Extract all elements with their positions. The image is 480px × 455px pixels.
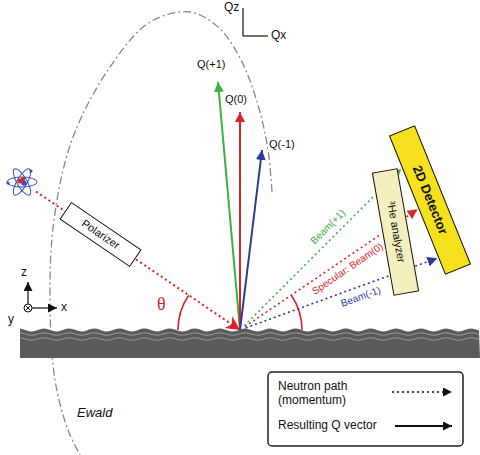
angle-arc [291,295,302,330]
node-label: ³He analyzer [383,200,407,264]
sphere-label: Ewald [76,405,113,421]
ewald-sphere [50,12,272,455]
axis-label: Qz [224,0,239,14]
vector-label: Q(-1) [268,138,296,151]
vector-label: Q(0) [225,93,247,106]
node-label: 2D Detector [409,163,451,236]
axis-label: y [8,312,14,326]
legend-entry: Neutron path (momentum) [278,379,383,408]
angle-label: θ [157,294,166,316]
legend-sample [392,391,452,393]
atom-icon [6,167,37,198]
legend-text: Neutron path (momentum) [278,379,383,408]
polarizer-box: Polarizer [59,202,141,267]
axis-label: x [61,300,67,314]
sample-surface [20,329,480,359]
surface-texture [20,333,479,335]
vector-label: Q(+1) [197,58,225,71]
q-vector [240,150,262,330]
sample-block [20,329,480,359]
legend-box [268,372,463,446]
beam-connector [406,209,417,217]
beam-label: Beam(-1) [338,284,383,310]
axis-symbol [26,306,31,311]
incident-beam [36,192,64,211]
q-vector [218,82,240,330]
beam-label: Beam(+1) [308,207,349,248]
node-label: Polarizer [78,217,121,252]
axis-label: Qx [271,28,286,42]
q-axis [242,8,243,36]
angle-arc [178,295,189,330]
beam-connector [398,169,401,172]
legend-entry: Resulting Q vector [278,418,390,432]
q-axis [243,35,268,36]
q-vector [239,112,241,330]
axis-label: z [21,265,27,279]
legend-sample [395,425,452,427]
incident-beam [136,259,240,330]
legend-text: Resulting Q vector [278,418,377,432]
beam-connector [415,258,437,266]
beam-path [245,234,381,327]
axis-symbol [24,304,32,312]
surface-texture [20,338,479,340]
